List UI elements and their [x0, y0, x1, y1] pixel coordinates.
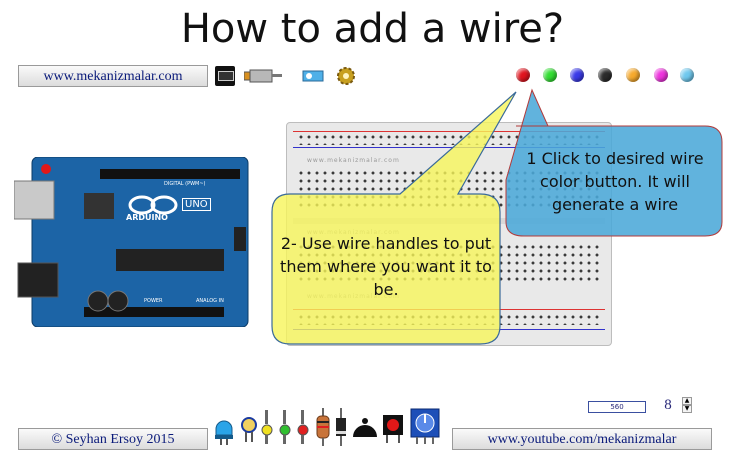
resistor-value-display: 560	[588, 401, 646, 413]
led-green-icon[interactable]	[278, 410, 292, 444]
wire-color-lightblue-button[interactable]	[680, 68, 694, 82]
arduino-digital-label: DIGITAL (PWM~)	[164, 181, 206, 187]
resistor-icon[interactable]	[315, 408, 331, 446]
arduino-analog-label: ANALOG IN	[196, 298, 224, 304]
arduino-power-label: POWER	[144, 298, 163, 304]
quantity-stepper[interactable]: 8 ▲ ▼	[656, 397, 692, 413]
breadboard-brand-text: www.mekanizmalar.com	[307, 157, 400, 164]
chip-icon[interactable]	[215, 66, 235, 86]
wire-color-blue-button[interactable]	[570, 68, 584, 82]
page-title: How to add a wire?	[180, 6, 565, 52]
wire-color-green-button[interactable]	[543, 68, 557, 82]
stepper-down-arrow-icon[interactable]: ▼	[682, 405, 692, 413]
wire-color-red-button[interactable]	[516, 68, 530, 82]
wire-color-black-button[interactable]	[598, 68, 612, 82]
arduino-brand-label: ARDUINO	[126, 213, 168, 222]
servo-icon[interactable]	[301, 67, 325, 85]
arduino-model-label: UNO	[182, 198, 211, 211]
wire-color-magenta-button[interactable]	[654, 68, 668, 82]
diode-icon[interactable]	[334, 408, 348, 446]
led-yellow-icon[interactable]	[260, 410, 274, 444]
site-link-button[interactable]: www.mekanizmalar.com	[18, 65, 208, 87]
youtube-link-button[interactable]: www.youtube.com/mekanizmalar	[452, 428, 712, 450]
ldr-icon[interactable]	[240, 415, 258, 443]
pushbutton-icon[interactable]	[382, 413, 404, 443]
potentiometer-icon[interactable]	[410, 408, 440, 444]
callout-step1-text: 1 Click to desired wire color button. It…	[526, 149, 704, 215]
led-red-icon[interactable]	[296, 410, 310, 444]
motor-icon[interactable]	[243, 67, 284, 85]
callout-step2-text: 2- Use wire handles to put them where yo…	[280, 234, 492, 300]
gear-icon[interactable]	[336, 66, 356, 86]
copyright-button[interactable]: © Seyhan Ersoy 2015	[18, 428, 208, 450]
arduino-uno-board: ARDUINO UNO DIGITAL (PWM~) POWER ANALOG …	[13, 156, 250, 328]
wire-color-orange-button[interactable]	[626, 68, 640, 82]
buzzer-icon[interactable]	[352, 415, 378, 441]
stepper-up-arrow-icon[interactable]: ▲	[682, 397, 692, 405]
stepper-value: 8	[664, 397, 672, 413]
led-blue-icon[interactable]	[213, 413, 235, 445]
